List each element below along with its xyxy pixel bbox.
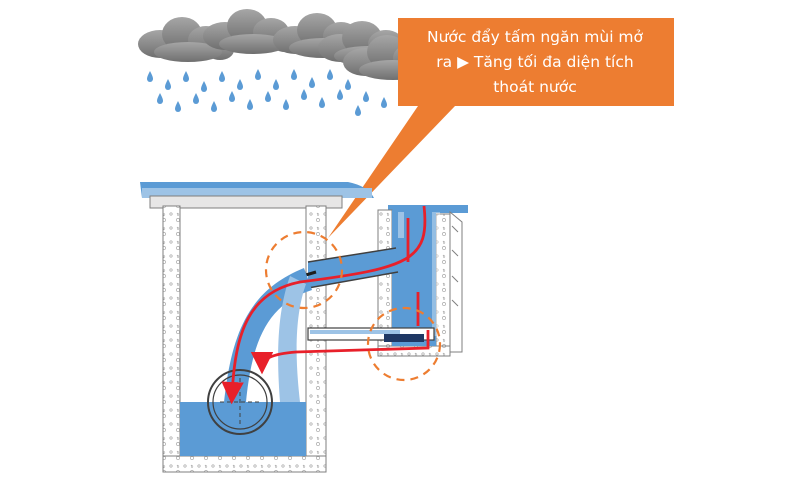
- callout: [328, 18, 674, 238]
- callout-line-3: thoát nước: [493, 77, 577, 96]
- grate-chamber: [377, 209, 463, 357]
- raindrop-icon: [337, 89, 343, 100]
- raindrop-icon: [265, 91, 271, 102]
- flow-arrows: [221, 205, 430, 405]
- road-surface: [140, 182, 468, 213]
- rain: [147, 69, 387, 116]
- clouds: [138, 9, 439, 80]
- water-stream: [224, 268, 312, 402]
- raindrop-icon: [157, 93, 163, 104]
- callout-line-2: ra ▶ Tăng tối đa diện tích: [436, 52, 634, 71]
- raindrop-icon: [211, 101, 217, 112]
- raindrop-icon: [255, 69, 261, 80]
- callout-line-1: Nước đẩy tấm ngăn mùi mở: [426, 27, 644, 46]
- arrow-icon: [221, 205, 427, 405]
- highlight-circles: [264, 230, 442, 382]
- raindrop-icon: [229, 91, 235, 102]
- flap-highlight-circle: [264, 230, 344, 310]
- lower-flap-highlight-circle: [366, 306, 442, 382]
- raindrop-icon: [237, 79, 243, 90]
- raindrop-icon: [165, 79, 171, 90]
- raindrop-icon: [201, 81, 207, 92]
- raindrop-icon: [381, 97, 387, 108]
- raindrop-icon: [345, 79, 351, 90]
- raindrop-icon: [175, 101, 181, 112]
- raindrop-icon: [247, 99, 253, 110]
- raindrop-icon: [273, 79, 279, 90]
- arrow-icon: [250, 330, 430, 375]
- raindrop-icon: [301, 89, 307, 100]
- lower-flap: [384, 334, 424, 342]
- raindrop-icon: [183, 71, 189, 82]
- raindrop-icon: [219, 71, 225, 82]
- raindrop-icon: [193, 93, 199, 104]
- raindrop-icon: [355, 105, 361, 116]
- lower-pipe: [307, 327, 435, 342]
- raindrop-icon: [363, 91, 369, 102]
- raindrop-icon: [319, 97, 325, 108]
- raindrop-icon: [283, 99, 289, 110]
- raindrop-icon: [309, 77, 315, 88]
- raindrop-icon: [291, 69, 297, 80]
- raindrop-icon: [147, 71, 153, 82]
- raindrop-icon: [327, 69, 333, 80]
- callout-text: Nước đẩy tấm ngăn mùi mở ra ▶ Tăng tối đ…: [404, 24, 666, 100]
